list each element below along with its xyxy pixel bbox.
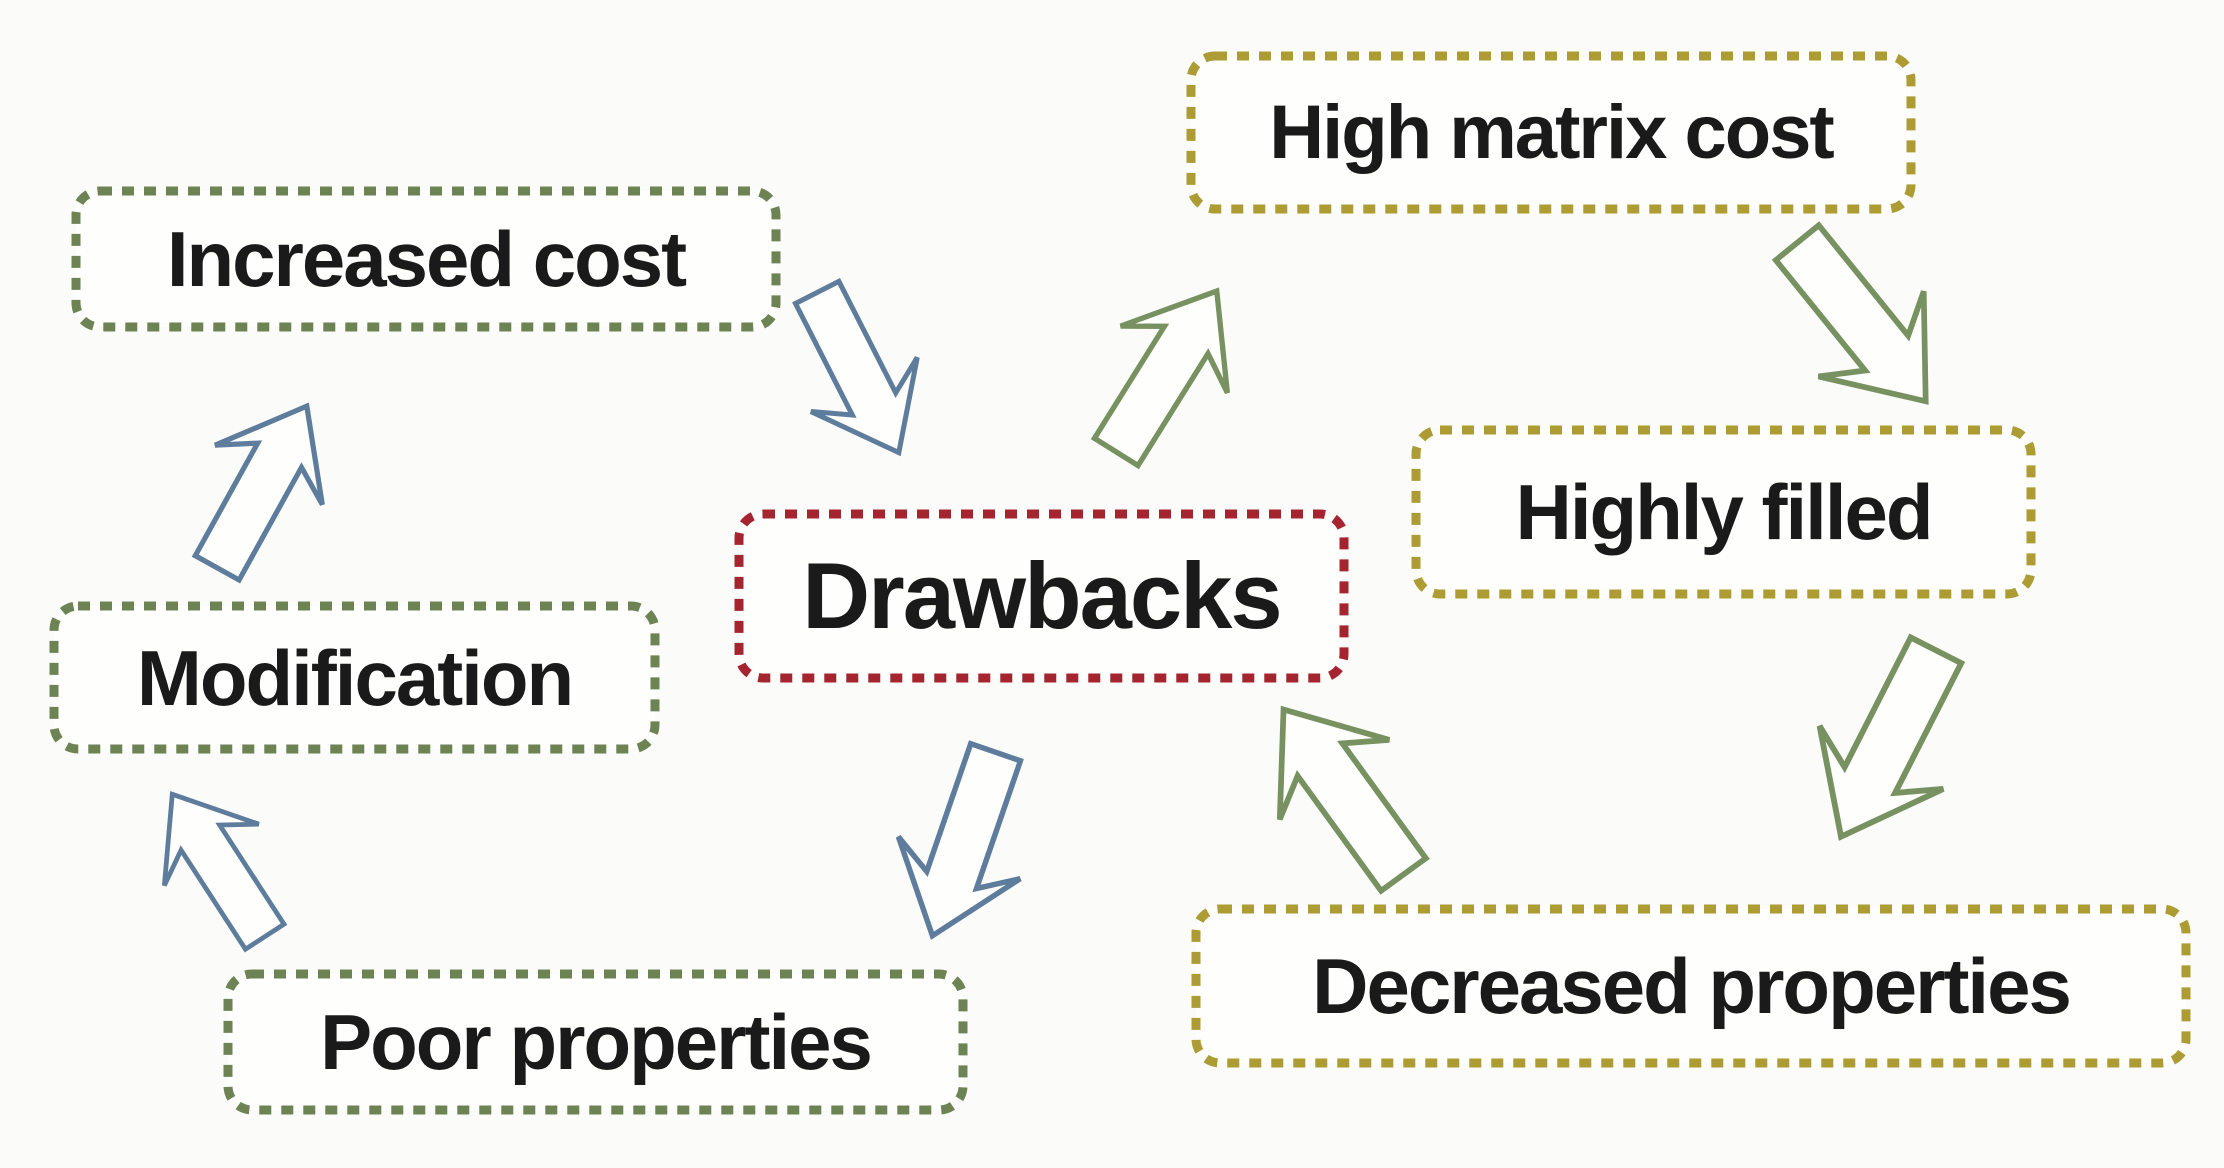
- node-highly-filled-label: Highly filled: [1515, 468, 1933, 556]
- node-modification: Modification: [48, 600, 661, 755]
- node-decreased-properties-label: Decreased properties: [1312, 942, 2072, 1030]
- node-increased-cost: Increased cost: [70, 185, 782, 333]
- dotted-border: [1411, 425, 2036, 599]
- dotted-border: [71, 186, 781, 332]
- node-increased-cost-label: Increased cost: [166, 215, 687, 303]
- node-modification-label: Modification: [136, 633, 574, 722]
- arrow-highly-filled-to-decreased-properties: [1774, 614, 2003, 872]
- node-drawbacks-label: Drawbacks: [802, 543, 1282, 648]
- node-poor-properties-label: Poor properties: [320, 998, 873, 1086]
- dotted-border: [1191, 904, 2191, 1068]
- arrow-poor-properties-to-modification: [121, 760, 316, 972]
- arrow-increased-cost-to-drawbacks: [760, 261, 956, 483]
- arrow-high-matrix-cost-to-highly-filled: [1740, 195, 1983, 448]
- arrow-drawbacks-to-high-matrix-cost: [1058, 254, 1274, 490]
- node-high-matrix-cost-label: High matrix cost: [1269, 89, 1834, 175]
- node-drawbacks: Drawbacks: [733, 508, 1350, 684]
- arrow-modification-to-increased-cost: [159, 372, 365, 601]
- arrow-decreased-properties-to-drawbacks: [1224, 665, 1463, 919]
- dotted-border: [1186, 51, 1916, 214]
- dotted-border: [223, 969, 968, 1115]
- arrow-drawbacks-to-poor-properties: [867, 727, 1061, 960]
- node-high-matrix-cost: High matrix cost: [1185, 50, 1917, 215]
- dotted-border: [734, 509, 1349, 683]
- node-highly-filled: Highly filled: [1410, 424, 2037, 600]
- node-poor-properties: Poor properties: [222, 968, 969, 1116]
- dotted-border: [49, 601, 660, 754]
- node-decreased-properties: Decreased properties: [1190, 903, 2192, 1069]
